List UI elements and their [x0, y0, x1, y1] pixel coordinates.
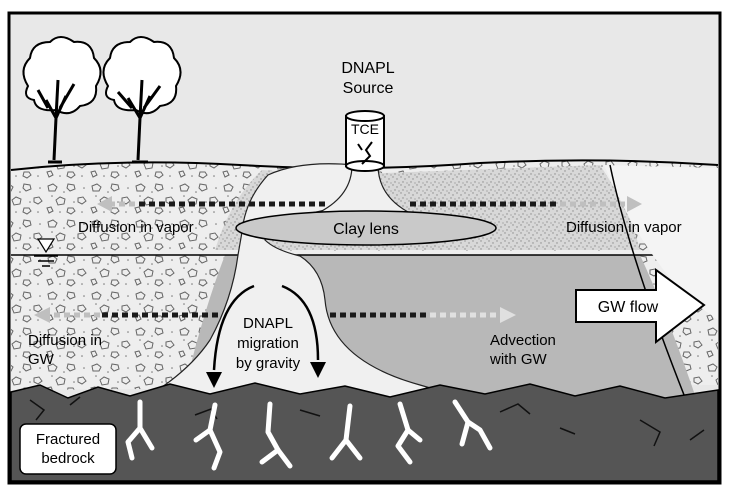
- clay-lens-label: Clay lens: [333, 221, 399, 238]
- gw-flow-label: GW flow: [598, 299, 659, 316]
- bedrock-label-line2: bedrock: [41, 450, 95, 467]
- diffusion-gw-arrow: [34, 307, 218, 323]
- source-title-line2: Source: [343, 80, 394, 97]
- fractured-bedrock: [10, 382, 719, 482]
- bedrock-label-line1: Fractured: [36, 431, 100, 448]
- migration-label-line2: migration: [237, 335, 299, 352]
- tce-drum-icon: [345, 110, 385, 172]
- bedrock-label-box: [19, 423, 117, 475]
- migration-label-line1: DNAPL: [243, 315, 293, 332]
- dnapl-fractures: [125, 399, 493, 471]
- clay-lens: [235, 210, 497, 246]
- water-table-icon: [34, 238, 58, 267]
- source-title-line1: DNAPL: [341, 60, 394, 77]
- diffusion-gw-label-line2: GW: [28, 351, 55, 368]
- diffusion-vapor-arrow-left: [97, 196, 325, 212]
- gw-flow-arrow: [575, 268, 706, 345]
- drum-label: TCE: [351, 121, 379, 137]
- migration-arrows: [206, 284, 326, 388]
- diffusion-gw-label-line1: Diffusion in: [28, 332, 102, 349]
- migration-label-line3: by gravity: [236, 355, 301, 372]
- advection-label-line2: with GW: [489, 351, 548, 368]
- diffusion-vapor-arrow-right: [410, 196, 642, 212]
- tree-right-icon: [102, 36, 182, 164]
- diffusion-vapor-left-label: Diffusion in vapor: [78, 219, 194, 236]
- gw-front-line: [609, 164, 691, 411]
- diffusion-vapor-right-label: Diffusion in vapor: [566, 219, 682, 236]
- advection-label-line1: Advection: [490, 332, 556, 349]
- advection-arrow: [330, 307, 516, 323]
- tree-left-icon: [22, 36, 102, 164]
- bedrock-cracks: [29, 396, 705, 447]
